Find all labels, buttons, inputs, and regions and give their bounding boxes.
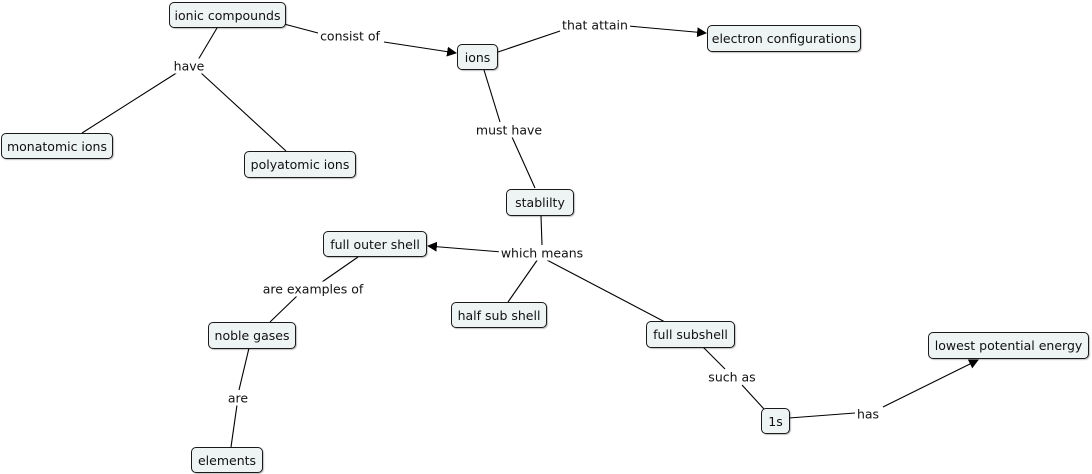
edge-fullsub-suchas: [702, 346, 726, 370]
edge-consist-ions: [383, 41, 457, 57]
edge-ions-attain: [497, 29, 564, 53]
edge-ionic-consist: [283, 23, 319, 34]
link-label-such-as: such as: [706, 369, 758, 385]
edge-attain-electron: [627, 25, 707, 38]
edge-have-monatomic: [81, 71, 179, 134]
concept-ions[interactable]: ions: [457, 44, 498, 70]
edge-noble-are: [238, 347, 250, 391]
edge-has-lowest: [882, 359, 979, 408]
edge-which-fullouter: [427, 241, 503, 253]
edge-fullouter-examples: [321, 256, 359, 283]
edge-have-polyatomic: [199, 71, 287, 152]
concept-elements[interactable]: elements: [191, 447, 263, 473]
concept-electron-configurations[interactable]: electron configurations: [707, 25, 861, 52]
edge-ionic-have: [197, 27, 218, 61]
edge-ions-musthave: [483, 69, 501, 123]
concept-1s[interactable]: 1s: [761, 408, 790, 434]
concept-ionic-compounds[interactable]: ionic compounds: [169, 2, 286, 28]
edge-which-fullsub: [544, 258, 666, 323]
edge-which-halfsub: [507, 258, 539, 303]
edge-are-elements: [230, 404, 238, 448]
edge-musthave-stability: [511, 136, 536, 189]
concept-noble-gases[interactable]: noble gases: [208, 322, 296, 349]
concept-half-sub-shell[interactable]: half sub shell: [451, 302, 547, 328]
concept-stability[interactable]: stablilty: [506, 189, 574, 216]
link-label-must-have: must have: [473, 122, 545, 138]
link-label-have: have: [171, 58, 207, 74]
edge-stability-which: [540, 215, 543, 246]
link-label-has: has: [854, 406, 882, 422]
concept-monatomic-ions[interactable]: monatomic ions: [1, 133, 113, 159]
concept-full-subshell[interactable]: full subshell: [646, 321, 735, 348]
link-label-are-examples-of: are examples of: [260, 281, 366, 297]
link-label-consist-of: consist of: [318, 28, 382, 44]
concept-full-outer-shell[interactable]: full outer shell: [323, 231, 427, 257]
link-label-are: are: [225, 390, 251, 406]
edge-1s-has: [788, 412, 856, 419]
concept-polyatomic-ions[interactable]: polyatomic ions: [244, 151, 356, 178]
concept-lowest-potential-energy[interactable]: lowest potential energy: [928, 332, 1089, 359]
link-label-that-attain: that attain: [560, 17, 630, 33]
edge-examples-noble: [269, 295, 298, 323]
edge-suchas-1s: [741, 384, 765, 410]
link-label-which-means: which means: [498, 245, 586, 261]
